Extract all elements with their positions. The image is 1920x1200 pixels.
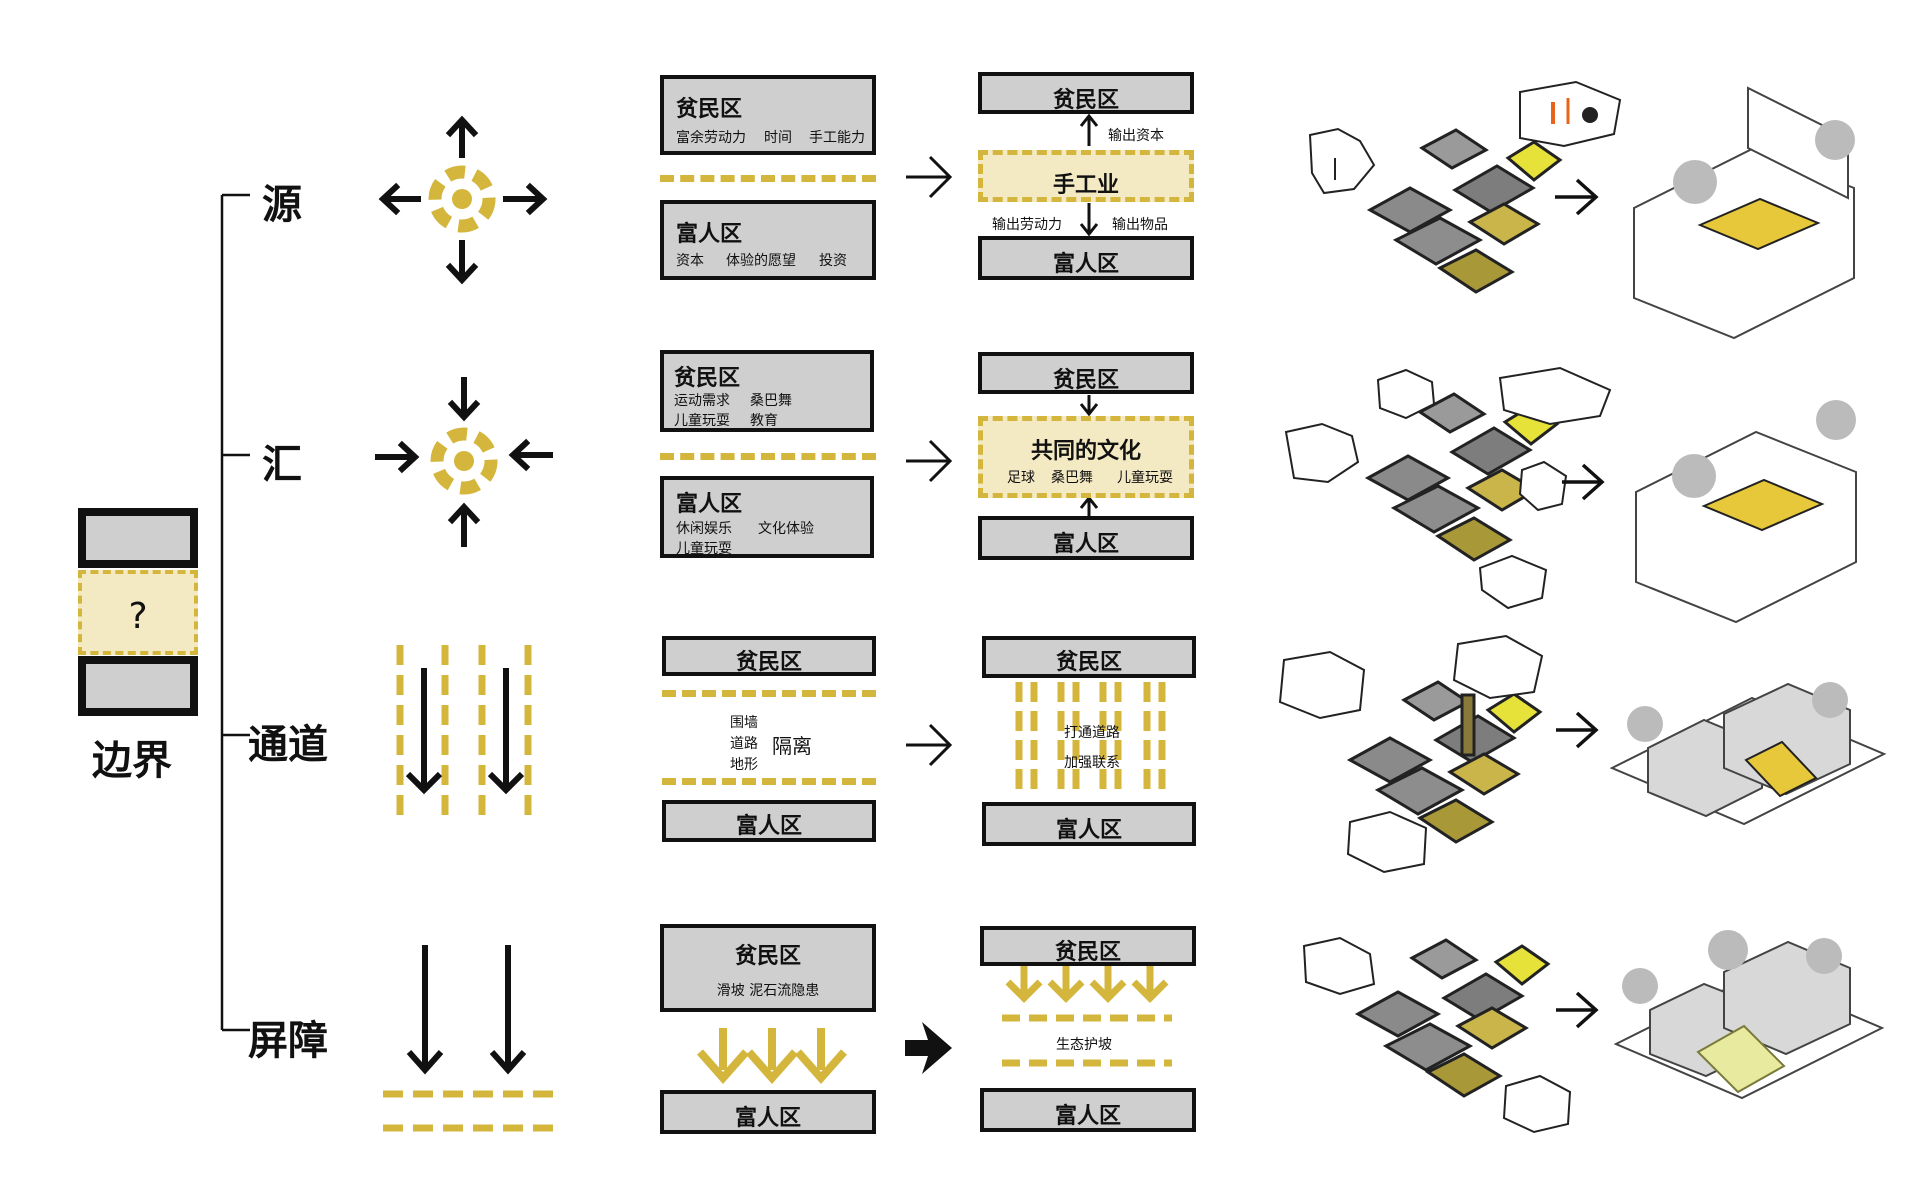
row1-out-capital: 输出资本 [1108, 128, 1164, 144]
row3-boundary-line-bottom [662, 778, 876, 785]
row1-poor-box: 贫民区 富余劳动力 时间 手工能力 [660, 75, 876, 155]
row1-result-rich: 富人区 [978, 236, 1194, 280]
question-mark: ? [128, 596, 148, 637]
row4-slope-arrows [1005, 966, 1169, 1003]
channel-symbol [396, 645, 532, 815]
row1-handicraft-band: 手工业 [978, 150, 1194, 202]
row2-boundary-line [660, 453, 876, 460]
row4-eco-slope: 生态护坡 [1056, 1037, 1112, 1053]
row2-result-rich: 富人区 [978, 516, 1194, 560]
illustration-row3 [1278, 634, 1887, 874]
row3-terrain: 地形 [730, 757, 758, 773]
row3-result-poor: 贫民区 [982, 636, 1196, 678]
row3-rich-box: 富人区 [662, 800, 876, 842]
illustration-row2 [1284, 366, 1857, 624]
row4-hazard-arrows [697, 1028, 847, 1085]
boundary-title: 边界 [92, 738, 172, 784]
category-sink: 汇 [262, 442, 302, 488]
row3-result-channels [1015, 682, 1166, 797]
row1-boundary-line [660, 175, 876, 182]
row3-poor-box: 贫民区 [662, 636, 876, 676]
source-symbol [378, 115, 548, 285]
legend-bottom-box [78, 656, 198, 716]
row3-open-road: 打通道路 [1064, 725, 1120, 741]
row1-result-poor: 贫民区 [978, 72, 1194, 114]
row4-rich-box: 富人区 [660, 1090, 876, 1134]
row4-slope-lines [1002, 1014, 1172, 1067]
row3-road: 道路 [730, 736, 758, 752]
row3-strengthen-link: 加强联系 [1064, 755, 1120, 771]
transition-arrow-bold [905, 1022, 952, 1074]
barrier-symbol [383, 945, 555, 1132]
row3-isolation: 隔离 [772, 734, 812, 758]
legend-boundary-band: ? [78, 570, 198, 655]
row3-result-rich: 富人区 [982, 802, 1196, 846]
row3-boundary-line-top [662, 690, 876, 697]
row1-out-goods: 输出物品 [1112, 217, 1168, 233]
row2-rich-box: 富人区 休闲娱乐 文化体验 儿童玩耍 [660, 476, 874, 558]
row4-result-rich: 富人区 [980, 1088, 1196, 1132]
row2-poor-box: 贫民区 运动需求 桑巴舞 儿童玩耍 教育 [660, 350, 874, 432]
row1-flow-arrows [1079, 113, 1099, 237]
row4-result-poor: 贫民区 [980, 926, 1196, 966]
row4-poor-box: 贫民区 滑坡 泥石流隐患 [660, 924, 876, 1012]
row1-out-labor: 输出劳动力 [992, 217, 1062, 233]
category-channel: 通道 [248, 722, 328, 768]
row2-flow-arrows [1079, 395, 1099, 517]
category-source: 源 [262, 182, 302, 228]
illustration-row4 [1302, 930, 1885, 1134]
tree-lines [220, 193, 250, 1032]
row2-culture-band: 共同的文化 足球 桑巴舞 儿童玩耍 [978, 416, 1194, 498]
row2-result-poor: 贫民区 [978, 352, 1194, 394]
row1-rich-box: 富人区 资本 体验的愿望 投资 [660, 200, 876, 280]
sink-symbol [375, 377, 553, 547]
illustration-row1 [1308, 80, 1855, 340]
transition-arrows [906, 155, 953, 767]
legend-top-box [78, 508, 198, 568]
category-barrier: 屏障 [248, 1018, 328, 1064]
row3-wall: 围墙 [730, 715, 758, 731]
